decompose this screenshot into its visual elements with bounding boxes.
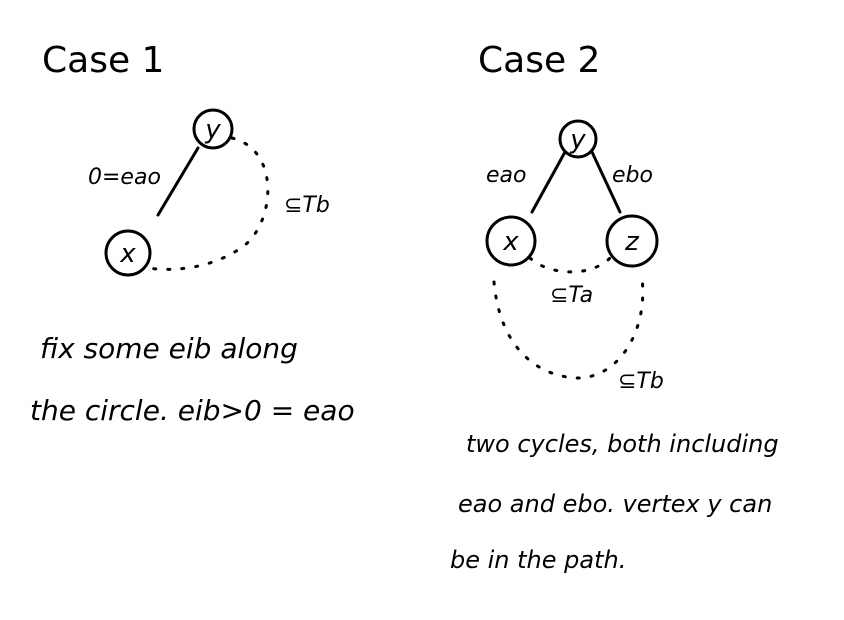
case2-inner-dotted-label: ⊆Ta [550, 283, 593, 308]
case1-node-y-label: y [204, 115, 221, 145]
case-2-title: Case 2 [478, 40, 600, 81]
case2-outer-dotted-label: ⊆Tb [618, 369, 664, 394]
case1-dotted-label: ⊆Tb [284, 193, 330, 218]
case1-node-x[interactable]: x [104, 229, 152, 277]
case2-node-z-label: z [624, 227, 640, 257]
case2-node-x[interactable]: x [485, 215, 537, 267]
case1-edge-label: 0=eao [88, 165, 161, 190]
case2-edge-yz [590, 150, 622, 214]
case2-node-z[interactable]: z [605, 214, 659, 268]
case2-node-x-label: x [502, 227, 519, 257]
case1-note-line-2: the circle. eib>0 = eao [30, 394, 355, 427]
case2-note-line-1: two cycles, both including [466, 430, 779, 458]
case2-node-y-label: y [569, 125, 586, 155]
case2-node-y[interactable]: y [558, 119, 598, 159]
case1-node-y[interactable]: y [192, 108, 234, 150]
case1-edge-xy [156, 146, 200, 217]
case-2: Case 2 y x z eao ebo ⊆Ta ⊆Tb two cycles,… [450, 40, 779, 574]
case2-inner-dotted-path [528, 256, 612, 274]
case1-node-x-label: x [119, 239, 136, 269]
case2-edge-xy [530, 150, 567, 214]
case2-edge-left-label: eao [486, 163, 526, 188]
case-1: Case 1 y x 0=eao ⊆Tb fix some eib along … [30, 40, 355, 427]
case1-note-line-1: fix some eib along [40, 332, 298, 365]
case2-note-line-3: be in the path. [450, 546, 626, 574]
case2-outer-dotted-path [492, 276, 645, 380]
case2-note-line-2: eao and ebo. vertex y can [458, 490, 772, 518]
case-1-title: Case 1 [42, 40, 164, 81]
case2-edge-right-label: ebo [612, 163, 653, 188]
